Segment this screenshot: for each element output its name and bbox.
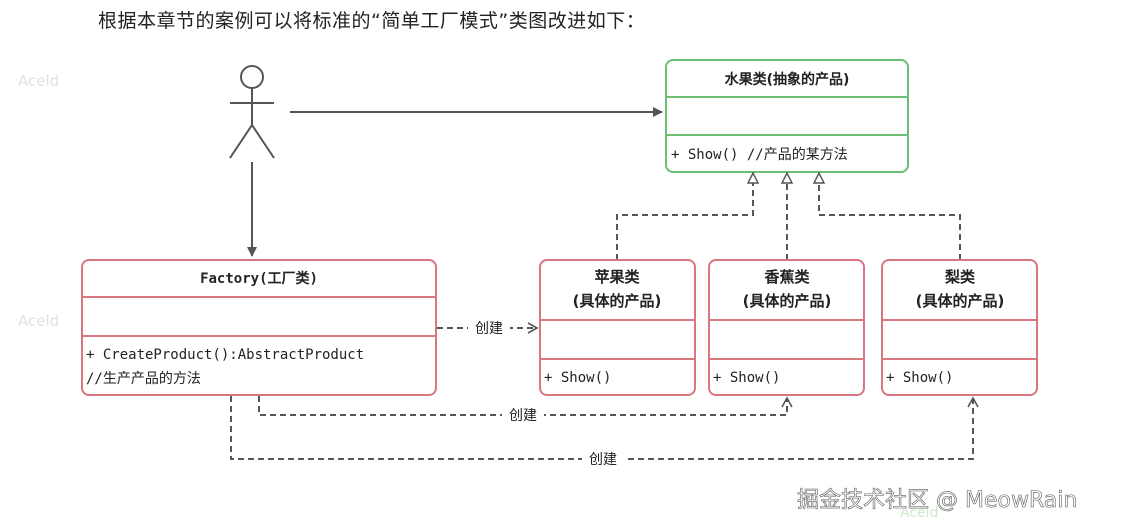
inheritance-lines: [616, 173, 961, 260]
product-title: 梨类: [944, 268, 976, 286]
product-title: 苹果类: [594, 268, 640, 286]
create-label: 创建: [589, 452, 617, 468]
faint-watermark: Aceld: [18, 312, 59, 330]
create-label: 创建: [475, 321, 503, 337]
product-method: + Show(): [886, 370, 953, 386]
factory-class-title: Factory(工厂类): [200, 270, 318, 287]
faint-watermark: Aceld: [18, 72, 59, 90]
product-subtitle: (具体的产品): [573, 292, 662, 310]
product-subtitle: (具体的产品): [916, 292, 1005, 310]
pear-class: 梨类 (具体的产品) + Show(): [881, 259, 1038, 396]
faint-watermark: Aceld: [900, 505, 938, 521]
create-label: 创建: [509, 408, 537, 424]
apple-class: 苹果类 (具体的产品) + Show(): [539, 259, 696, 396]
abstract-fruit-class: 水果类(抽象的产品) + Show() //产品的某方法: [665, 59, 909, 173]
factory-method-signature: + CreateProduct():AbstractProduct: [86, 347, 364, 363]
abstract-class-title: 水果类(抽象的产品): [725, 71, 850, 88]
product-method: + Show(): [713, 370, 780, 386]
factory-class: Factory(工厂类) + CreateProduct():AbstractP…: [81, 259, 437, 396]
factory-method-comment: //生产产品的方法: [86, 371, 201, 387]
banana-class: 香蕉类 (具体的产品) + Show(): [708, 259, 865, 396]
stick-figure-icon: [229, 65, 275, 159]
product-method: + Show(): [544, 370, 611, 386]
product-title: 香蕉类: [764, 268, 810, 286]
abstract-class-method: + Show() //产品的某方法: [671, 147, 848, 163]
site-watermark: 掘金技术社区 @ MeowRain: [797, 488, 1077, 513]
intro-text: 根据本章节的案例可以将标准的“简单工厂模式”类图改进如下：: [98, 10, 646, 32]
product-subtitle: (具体的产品): [743, 292, 832, 310]
